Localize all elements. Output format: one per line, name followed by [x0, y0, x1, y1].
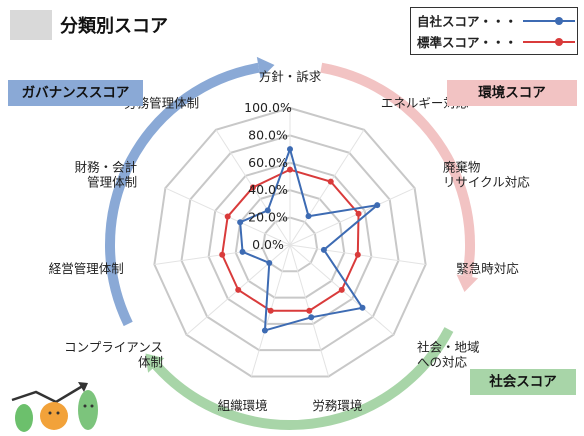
grid-spoke: [289, 129, 365, 246]
mascot-illustration: [11, 382, 98, 432]
radar-tick-labels: 0.0% 20.0% 40.0% 60.0% 80.0% 100.0%: [244, 100, 292, 252]
radial-tick-label: 20.0%: [248, 210, 288, 225]
axis-label-line: 方針・訴求: [259, 69, 322, 84]
arc-social-arrowhead: [145, 353, 165, 373]
mascot-eye: [48, 411, 52, 415]
series-point-own: [261, 327, 268, 334]
arc-environment: [320, 62, 475, 278]
series-point-standard: [235, 286, 242, 293]
arc-social: [152, 327, 454, 430]
series-line-own: [239, 145, 381, 332]
axis-label: 緊急時対応: [456, 261, 519, 276]
series-point-standard: [219, 251, 226, 258]
radar-series: [219, 145, 381, 334]
mascot-arrow-line: [11, 382, 87, 404]
series-point-own: [359, 304, 366, 311]
axis-label: 組織環境: [218, 398, 268, 413]
legend-item-own: 自社スコア・・・: [417, 11, 575, 29]
group-label-social: 社会スコア: [470, 369, 576, 395]
series-point-own: [266, 259, 273, 266]
axis-label-line: 経営管理体制: [49, 261, 124, 276]
series-point-standard: [354, 251, 361, 258]
axis-label: 労務環境: [312, 398, 362, 413]
series-point-own: [305, 213, 312, 220]
legend-label-standard: 標準スコア・・・: [417, 35, 518, 50]
series-point-standard: [224, 213, 231, 220]
mascot-leaf-right: [78, 390, 98, 430]
axis-label: エネルギー対応: [381, 96, 469, 111]
axis-label: 方針・訴求: [259, 69, 322, 84]
series-point-own: [264, 207, 271, 214]
arc-governance-arrowhead: [256, 56, 275, 79]
series-point-standard: [355, 210, 362, 217]
mascot-arrow-head: [78, 382, 88, 392]
legend-item-standard: 標準スコア・・・: [417, 32, 575, 50]
group-label-governance: ガバナンススコア: [8, 80, 143, 106]
legend-swatch-standard-dot: [555, 38, 563, 46]
radial-tick-label: 0.0%: [252, 237, 284, 252]
series-point-standard: [267, 307, 274, 314]
axis-label-line: 体制: [138, 355, 163, 370]
radial-tick-label: 100.0%: [244, 100, 292, 115]
axis-label-line: 社会・地域: [417, 340, 480, 355]
arc-governance: [105, 62, 260, 327]
mascot-eye: [90, 404, 94, 408]
axis-label-line: への対応: [417, 355, 468, 370]
axis-label-line: 緊急時対応: [456, 261, 519, 276]
legend-swatch-own-line: [523, 20, 575, 22]
grid-spoke: [289, 187, 415, 246]
legend-swatch-standard-line: [523, 41, 575, 43]
mascot-leaf-left: [15, 404, 33, 432]
series-point-own: [237, 219, 244, 226]
grid-ring: [153, 106, 427, 378]
series-point-own: [308, 314, 315, 321]
legend-swatch-own-dot: [555, 17, 563, 25]
axis-label-line: 管理体制: [87, 175, 137, 190]
series-point-standard: [306, 307, 313, 314]
grid-ring: [234, 189, 346, 299]
category-arcs: [105, 56, 479, 430]
series-point-standard: [338, 286, 345, 293]
axis-label-line: 労務環境: [312, 398, 362, 413]
grid-ring: [180, 134, 400, 352]
axis-label: 経営管理体制: [49, 261, 124, 276]
axis-label-line: 財務・会計: [75, 160, 138, 175]
series-point-standard: [287, 166, 293, 173]
arc-environment-arrowhead: [456, 274, 479, 293]
axis-label-line: コンプライアンス: [64, 340, 163, 355]
axis-label-line: 組織環境: [218, 398, 268, 413]
axis-label-line: エネルギー対応: [381, 96, 469, 111]
radial-tick-label: 60.0%: [248, 155, 288, 170]
mascot-eye: [83, 404, 87, 408]
chart-legend: 自社スコア・・・ 標準スコア・・・: [410, 7, 578, 55]
series-point-standard: [327, 178, 334, 185]
radar-axis-labels: 方針・訴求エネルギー対応廃棄物リサイクル対応緊急時対応社会・地域への対応労務環境…: [49, 69, 530, 413]
axis-label-line: 廃棄物: [443, 160, 481, 175]
legend-label-own: 自社スコア・・・: [417, 14, 518, 29]
title-accent-bar: [10, 10, 52, 40]
axis-label-line: リサイクル対応: [443, 175, 530, 190]
series-point-own: [239, 248, 246, 255]
radial-tick-label: 40.0%: [248, 182, 288, 197]
series-point-own: [374, 202, 381, 209]
page-title: 分類別スコア: [60, 16, 168, 37]
mascot-sun: [40, 402, 68, 430]
grid-ring: [261, 216, 319, 273]
radial-tick-label: 80.0%: [248, 127, 288, 142]
mascot-eye: [56, 411, 60, 415]
series-point-own: [320, 246, 327, 253]
series-point-standard: [249, 184, 256, 191]
group-label-environment: 環境スコア: [447, 80, 577, 106]
series-point-own: [287, 146, 293, 153]
